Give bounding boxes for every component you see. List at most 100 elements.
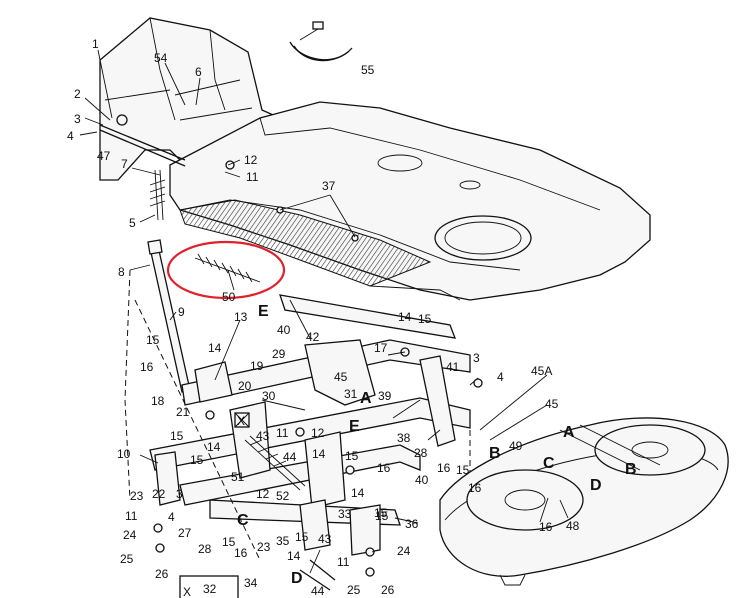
- callout-4-upper: 4: [497, 370, 504, 384]
- callout-28-lower: 28: [198, 542, 212, 556]
- callout-40-upper: 40: [277, 323, 291, 337]
- callout-15-lower-mid: 15: [374, 506, 388, 520]
- callout-14-mid: 14: [312, 447, 326, 461]
- callout-44-lower: 44: [311, 584, 325, 598]
- callout-49: 49: [509, 439, 523, 453]
- callout-51: 51: [231, 470, 245, 484]
- callout-9: 9: [178, 305, 185, 319]
- callout-44-upper: 44: [283, 450, 297, 464]
- callout-X-box-bottom: X: [183, 585, 191, 598]
- callout-C-deck: C: [543, 455, 555, 472]
- callout-B-deck-right: B: [625, 461, 637, 478]
- callout-14-upper-left: 14: [208, 341, 222, 355]
- callout-7: 7: [121, 157, 128, 171]
- callout-25-bottom: 25: [347, 583, 361, 597]
- callout-45-upper: 45: [334, 370, 348, 384]
- callout-E-frame: E: [349, 418, 360, 435]
- callout-12: 12: [244, 153, 258, 167]
- callout-11-mid: 11: [276, 426, 289, 440]
- clamp-55: [289, 21, 353, 62]
- callout-18: 18: [151, 394, 165, 408]
- callout-D-deck: D: [590, 477, 602, 494]
- callout-3-lower: 3: [176, 487, 183, 501]
- callout-23-lower: 23: [257, 540, 271, 554]
- callout-23-left: 23: [130, 489, 144, 503]
- callout-10: 10: [117, 447, 131, 461]
- callout-D-frame: D: [291, 570, 303, 587]
- lower-linkage: [124, 269, 721, 591]
- callout-C-frame: C: [237, 512, 249, 529]
- leader-lines: [79, 49, 569, 574]
- frame-outline: [99, 17, 651, 301]
- callout-43-upper: 43: [256, 429, 270, 443]
- callout-4-lower: 4: [168, 510, 175, 524]
- callout-14-lower-mid: 14: [351, 486, 365, 500]
- callout-13: 13: [234, 310, 248, 324]
- callout-15-mid-left: 15: [170, 429, 184, 443]
- callout-14-bottom: 14: [287, 549, 301, 563]
- callout-48: 48: [566, 519, 580, 533]
- callout-8: 8: [118, 265, 125, 279]
- callout-38: 38: [397, 431, 411, 445]
- callout-20: 20: [238, 379, 252, 393]
- callout-11-lower-left: 11: [125, 509, 138, 523]
- callout-21: 21: [176, 405, 190, 419]
- callout-labels: 1 2 3 4 47 54 6 55 7 12 11 37 5 8 50 E 9…: [67, 37, 637, 598]
- callout-31: 31: [344, 387, 358, 401]
- spring-50-highlight: [166, 240, 286, 300]
- callout-1: 1: [92, 37, 99, 51]
- callout-36: 36: [405, 517, 419, 531]
- callout-12-mid: 12: [311, 426, 325, 440]
- callout-24-bottom: 24: [397, 544, 411, 558]
- callout-16-deck-link: 16: [437, 461, 451, 475]
- callout-26-left: 26: [155, 567, 169, 581]
- callout-43-lower: 43: [318, 532, 332, 546]
- callout-32: 32: [203, 582, 217, 596]
- x-box-top: [234, 412, 250, 428]
- callout-15-lower-left: 15: [190, 453, 204, 467]
- callout-6: 6: [195, 65, 202, 79]
- callout-16-lower: 16: [234, 546, 248, 560]
- callout-35: 35: [276, 534, 290, 548]
- upper-linkage: [99, 114, 359, 242]
- callout-45A: 45A: [531, 364, 552, 378]
- callout-42: 42: [306, 330, 320, 344]
- callout-30: 30: [262, 389, 276, 403]
- callout-54: 54: [154, 51, 168, 65]
- callout-A-frame: A: [360, 390, 372, 407]
- callout-3-upper: 3: [473, 351, 480, 365]
- x-box-bottom: [179, 575, 239, 598]
- callout-15-mid-right: 15: [345, 449, 359, 463]
- callout-A-deck: A: [563, 424, 575, 441]
- callout-14-upper-right: 14: [398, 310, 412, 324]
- callout-55: 55: [361, 63, 375, 77]
- callout-45-lower: 45: [545, 397, 559, 411]
- callout-16-deck-bottom: 16: [539, 520, 553, 534]
- callout-39: 39: [378, 389, 392, 403]
- callout-15-bottom-mid: 15: [295, 530, 309, 544]
- callout-27: 27: [178, 526, 192, 540]
- callout-47: 47: [97, 149, 111, 163]
- callout-14-lower-left: 14: [207, 440, 221, 454]
- callout-26-bottom: 26: [381, 583, 395, 597]
- callout-E-top: E: [258, 303, 269, 320]
- callout-16-upper: 16: [140, 360, 154, 374]
- callout-15-upper-left: 15: [146, 333, 160, 347]
- callout-29: 29: [272, 347, 286, 361]
- callout-3: 3: [74, 112, 81, 126]
- callout-16-mid: 16: [377, 461, 391, 475]
- callout-B-deck: B: [489, 445, 501, 462]
- callout-2: 2: [74, 87, 81, 101]
- callout-41: 41: [446, 360, 460, 374]
- callout-22: 22: [152, 487, 166, 501]
- callout-33: 33: [338, 507, 352, 521]
- callout-11-bottom: 11: [337, 555, 350, 569]
- callout-34: 34: [244, 576, 258, 590]
- callout-12-lower: 12: [256, 487, 270, 501]
- callout-52: 52: [276, 489, 290, 503]
- callout-15-bottom-right: 15: [375, 509, 389, 523]
- callout-16-deck-left: 16: [468, 481, 482, 495]
- callout-24-left: 24: [123, 528, 137, 542]
- callout-15-deck-link: 15: [456, 463, 470, 477]
